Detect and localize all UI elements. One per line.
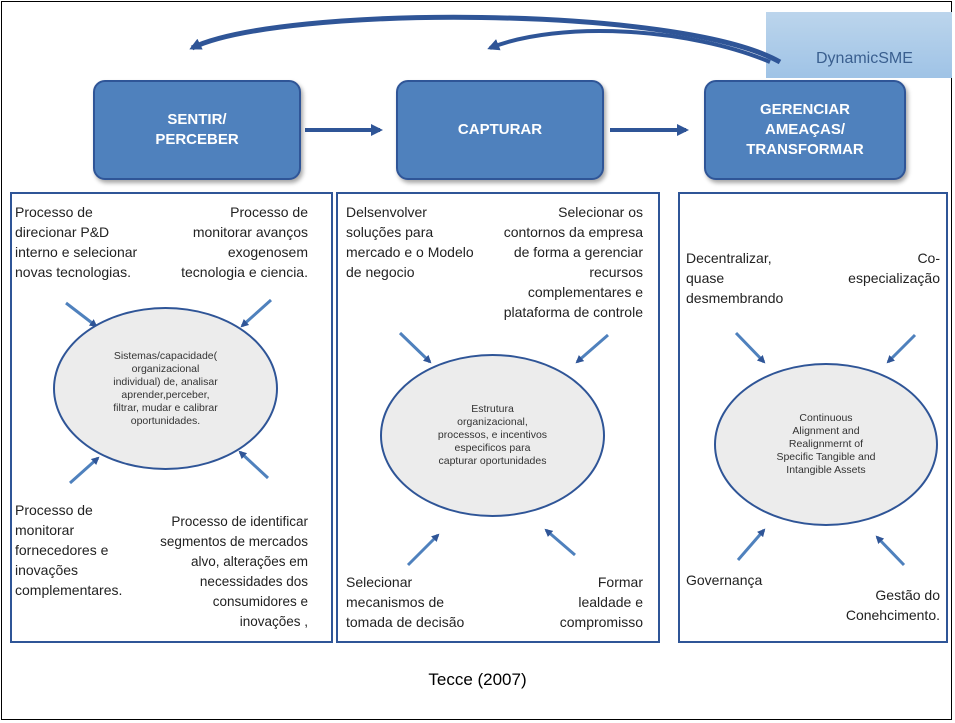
arrow-p1-br [238, 450, 270, 480]
manage-bottom-left: Governança [686, 572, 763, 588]
logo-banner [766, 12, 952, 78]
sense-ellipse-label: Sistemas/capacidade( organizacional indi… [113, 349, 218, 427]
arrow-p2-bl [406, 533, 440, 567]
capture-ellipse: Estrutura organizacional, processos, e i… [380, 354, 605, 517]
panel-manage [678, 192, 948, 643]
header-manage: GERENCIAR AMEAÇAS/ TRANSFORMAR [704, 80, 906, 180]
capture-ellipse-label: Estrutura organizacional, processos, e i… [437, 403, 548, 467]
manage-ellipse: Continuous Alignment and Realignmernt of… [714, 363, 938, 526]
panel-capture [336, 192, 660, 643]
arrow-p3-tl [734, 331, 766, 364]
arrow-p2-br [544, 528, 576, 557]
manage-top-left: Decentralizar, quase desmembrando [686, 250, 784, 306]
sense-top-left: Processo de direcionar P&D interno e sel… [15, 204, 138, 280]
manage-ellipse-label: Continuous Alignment and Realignmernt of… [776, 412, 876, 476]
arrow-p2-tr [575, 333, 609, 364]
citation: Tecce (2007) [428, 670, 527, 689]
sense-top-right: Processo de monitorar avanços exogenosem… [181, 204, 308, 280]
sense-ellipse: Sistemas/capacidade( organizacional indi… [53, 307, 278, 470]
sense-bottom-right: Processo de identificar segmentos de mer… [160, 514, 308, 629]
capture-top-left: Delsenvolver soluções para mercado e o M… [346, 204, 474, 280]
panel-sense [10, 192, 333, 643]
manage-top-right: Co- especialização [848, 250, 940, 286]
arrow-p3-br [875, 535, 906, 567]
header-capture-label: CAPTURAR [457, 121, 543, 138]
arrow-p2-tl [398, 331, 432, 364]
arrow-p1-bl [69, 456, 100, 485]
capture-top-right: Selecionar os contornos da empresa de fo… [503, 204, 643, 320]
header-sense-label: SENTIR/ PERCEBER [155, 111, 239, 148]
header-sense: SENTIR/ PERCEBER [93, 80, 301, 180]
header-manage-label: GERENCIAR AMEAÇAS/ TRANSFORMAR [746, 101, 864, 158]
capture-bottom-left: Selecionar mecanismos de tomada de decis… [346, 574, 465, 630]
arrow-p3-tr [886, 333, 917, 364]
arrow-p1-tl [65, 301, 98, 328]
manage-bottom-right: Gestão do Conehcimento. [845, 587, 940, 623]
sense-bottom-left: Processo de monitorar fornecedores e ino… [15, 502, 123, 598]
feedback-curve-outer [189, 14, 782, 65]
feedback-curve-inner [487, 29, 771, 64]
header-capture: CAPTURAR [396, 80, 604, 180]
arrow-p3-bl [736, 528, 766, 561]
logo-text: DynamicSME [816, 50, 913, 67]
capture-bottom-right: Formar lealdade e compromisso [559, 574, 643, 630]
arrow-p1-tr [240, 298, 273, 328]
